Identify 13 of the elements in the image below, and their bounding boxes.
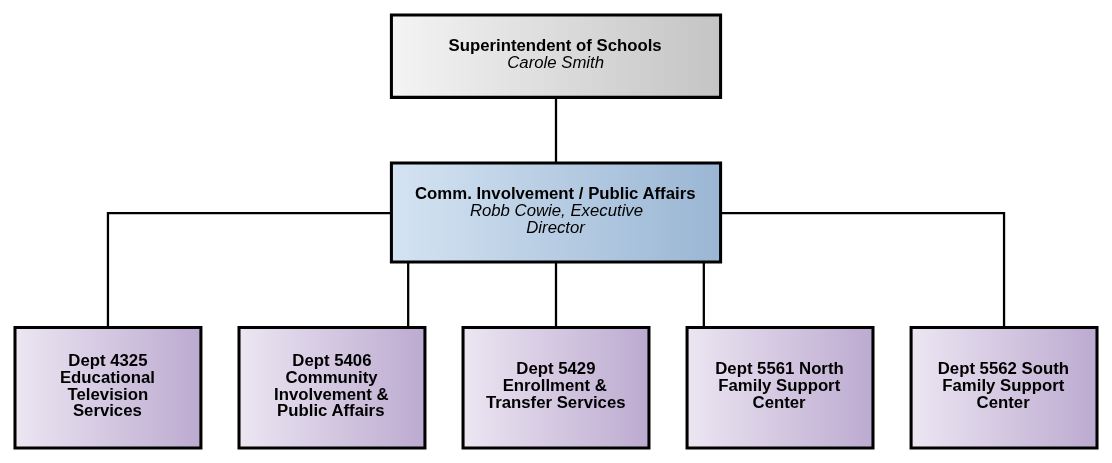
node-box: Dept 5406 Community Involvement & Public Affairs	[237, 326, 427, 450]
node-box: Dept 5429 Enrollment & Transfer Services	[461, 326, 651, 450]
connector	[554, 97, 558, 163]
node-box: Dept 5562 South Family Support Center	[909, 326, 1099, 450]
node-box: Comm. Involvement / Public Affairs Robb Cowie, Executive Director	[389, 161, 723, 264]
connector	[407, 262, 410, 328]
node-box: Dept 5561 North Family Support Center	[685, 326, 875, 450]
connector	[702, 262, 705, 328]
connector	[554, 262, 558, 328]
node-box: Superintendent of Schools Carole Smith	[389, 13, 723, 99]
connector	[106, 212, 392, 328]
node-box: Dept 4325 Educational Television Services	[13, 326, 203, 450]
connector	[720, 212, 1006, 328]
